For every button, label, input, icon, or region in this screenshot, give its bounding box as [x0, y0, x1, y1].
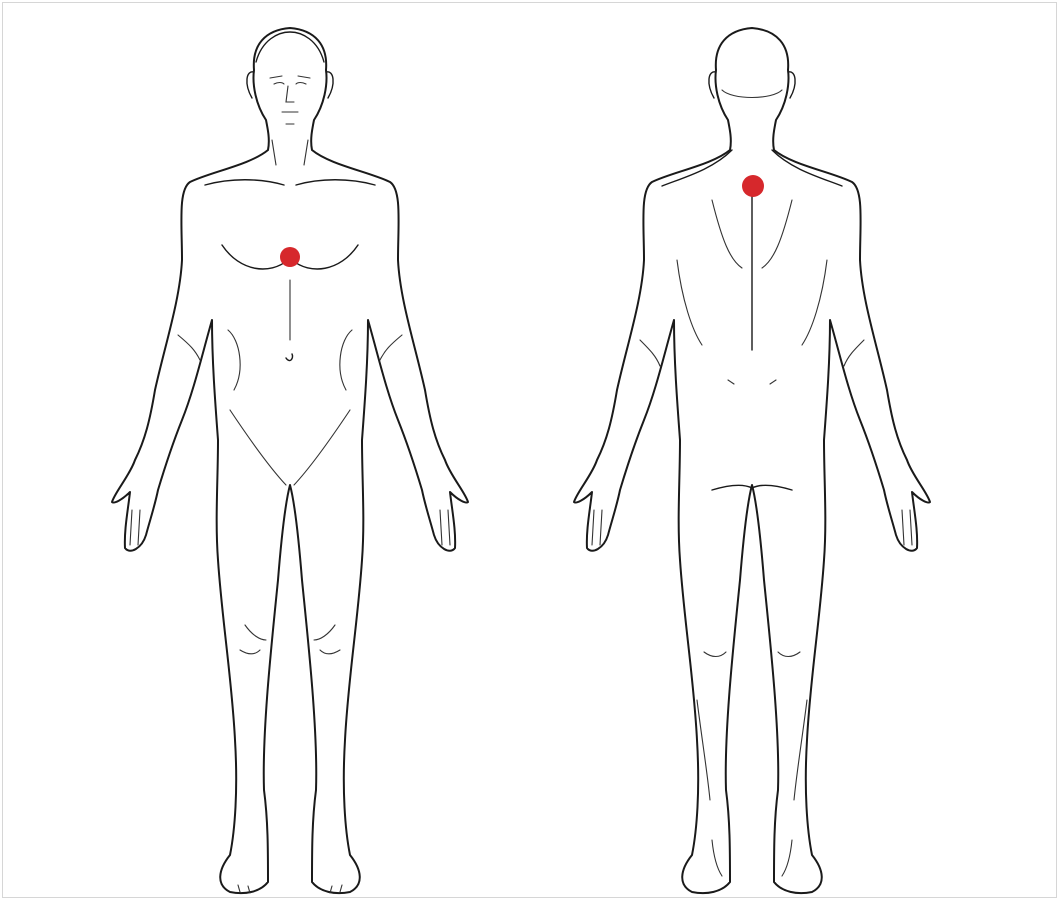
front-chest-marker [280, 247, 300, 267]
back-figure [574, 28, 930, 893]
front-figure [112, 28, 468, 893]
back-upper-spine-marker [742, 175, 764, 197]
